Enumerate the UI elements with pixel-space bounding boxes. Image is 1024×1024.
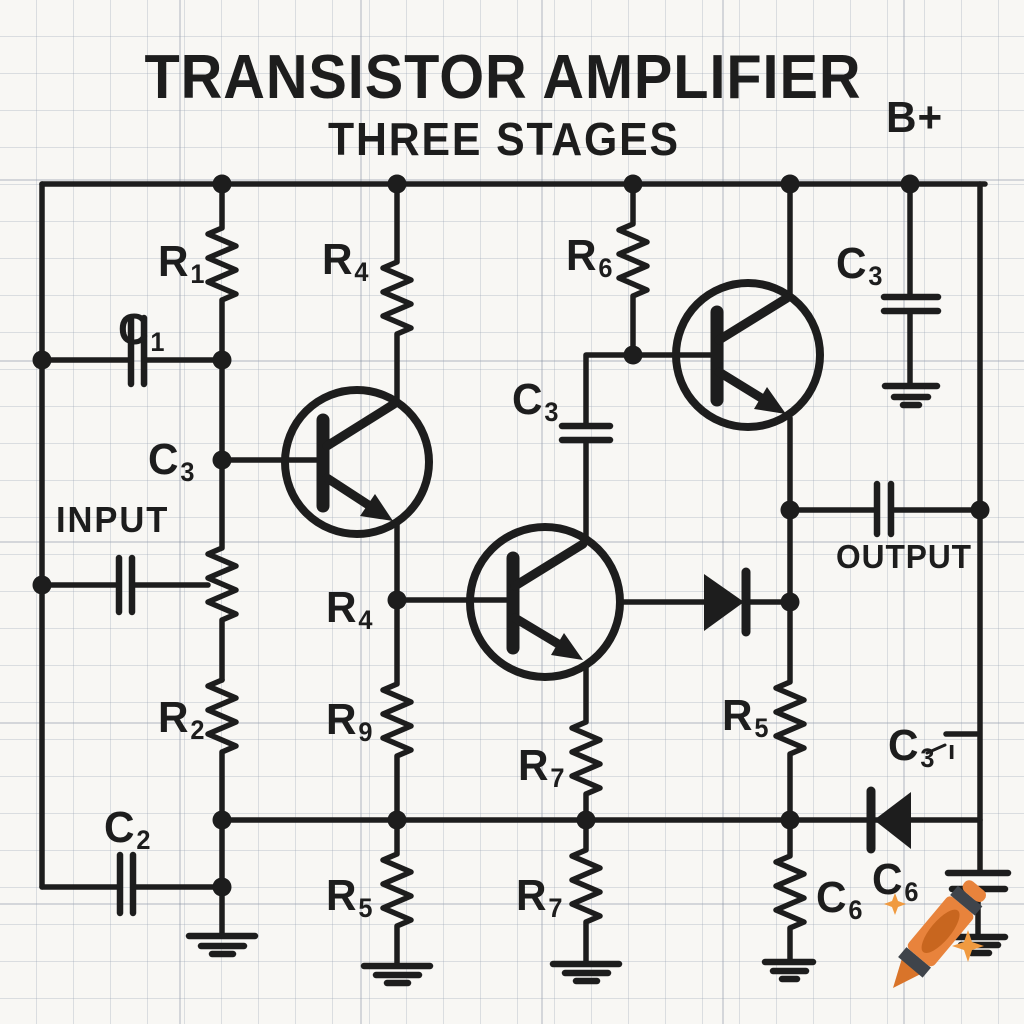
label-r6: R6 <box>566 231 613 284</box>
input-capacitor-icon <box>39 554 211 616</box>
resistor-r5-right-icon <box>773 599 807 823</box>
ground-icon <box>360 962 434 987</box>
resistor-r7-bottom-icon <box>569 817 603 965</box>
ground-icon <box>185 932 259 958</box>
junction-dots <box>32 174 990 897</box>
page-subtitle: THREE STAGES <box>328 113 680 165</box>
resistor-c6-labeled-icon <box>773 817 807 963</box>
resistor-r9-icon <box>380 597 414 823</box>
label-c3-top-right: C3 <box>836 239 883 292</box>
resistor-r1-icon <box>205 181 239 363</box>
sparkle-icon <box>952 930 984 962</box>
label-r7-bottom: R7 <box>516 871 563 924</box>
orange-crayon-icon <box>893 880 986 988</box>
label-r4-mid: R4 <box>326 583 373 636</box>
stray-mark <box>925 743 947 755</box>
label-r1: R1 <box>158 237 205 290</box>
stage1-column <box>360 181 434 987</box>
label-c6-right: C6 <box>872 855 919 908</box>
page-title: TRANSISTOR AMPLIFIER <box>144 43 862 112</box>
resistor-r2-icon <box>205 677 239 937</box>
resistor-r7-mid-icon <box>569 661 603 823</box>
label-r4-top: R4 <box>322 235 369 288</box>
label-c3-mid: C3 <box>512 375 559 428</box>
output-capacitor-icon <box>787 480 983 538</box>
bias-column-1 <box>185 181 259 958</box>
label-c2: C2 <box>104 803 151 856</box>
label-r5-bottom: R5 <box>326 871 373 924</box>
label-c3-q1-base: C3 <box>148 435 195 488</box>
label-r2: R2 <box>158 693 205 746</box>
capacitor-c3-top-right-icon <box>880 181 942 409</box>
resistor-r4-icon <box>380 181 414 405</box>
output-label: OUTPUT <box>836 538 973 575</box>
label-r5-right: R5 <box>722 691 769 744</box>
resistor-input-divider-icon <box>205 357 239 683</box>
ground-icon <box>881 382 941 409</box>
capacitor-c1-icon <box>39 314 225 388</box>
resistor-r6-icon <box>616 181 650 358</box>
c3-mid-top-wire <box>583 352 636 427</box>
stage2-column <box>549 352 636 985</box>
bias-column-3 <box>616 181 719 358</box>
npn-transistor-q3-icon <box>672 279 824 431</box>
label-r9: R9 <box>326 695 373 748</box>
resistor-r5-bottom-icon <box>380 817 414 967</box>
label-c6-left: C6 <box>816 873 863 926</box>
capacitor-c3-mid-icon <box>558 422 614 444</box>
label-r7-mid: R7 <box>518 741 565 794</box>
diode-left-icon <box>866 786 911 854</box>
ground-icon <box>761 958 817 983</box>
sparkle-icon <box>884 893 906 915</box>
label-c1: C1 <box>118 305 165 358</box>
capacitor-c2-icon <box>39 851 225 917</box>
diode-icon <box>617 567 793 637</box>
ground-icon <box>549 960 623 985</box>
npn-transistor-q1-icon <box>281 386 433 538</box>
supply-label: B+ <box>886 93 944 142</box>
input-label: INPUT <box>56 499 170 540</box>
